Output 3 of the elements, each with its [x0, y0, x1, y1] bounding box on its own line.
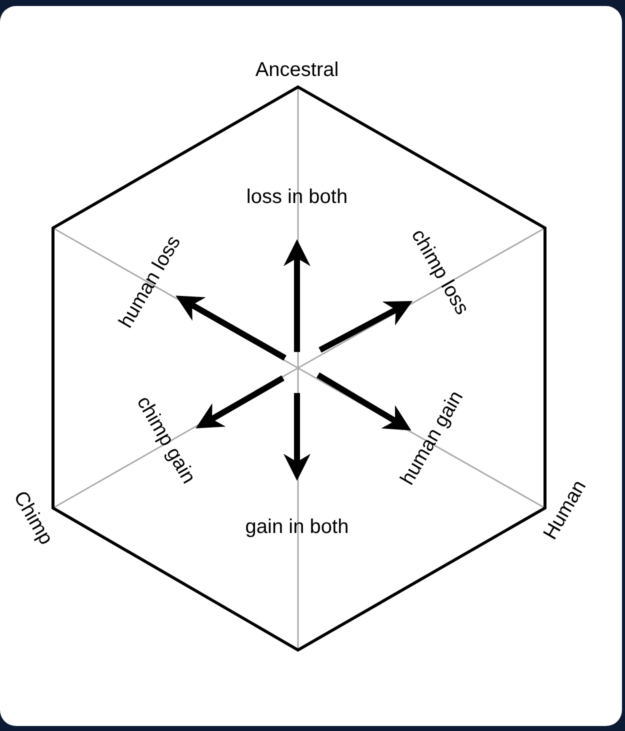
vertex-label: Ancestral	[255, 60, 339, 80]
region-label: loss in both	[246, 187, 348, 207]
region-label: gain in both	[245, 517, 349, 537]
